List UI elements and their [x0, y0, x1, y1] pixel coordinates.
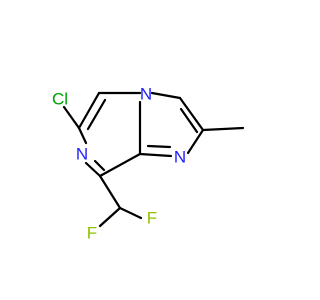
atom-fluorine-right: F	[147, 209, 157, 228]
bond-c2-methyl	[201, 126, 245, 132]
bond-chf2-fright	[118, 206, 143, 220]
molecule-diagram: Cl N N N F F	[52, 85, 245, 243]
bond-c8-c8a	[98, 152, 142, 178]
bond-npyrazine-c8-inner	[93, 159, 106, 172]
bond-c6-cl	[62, 105, 81, 130]
atom-fluorine-left: F	[87, 224, 97, 243]
bond-npyrazine-c8	[84, 161, 102, 178]
bond-chf2-fleft	[98, 206, 122, 228]
bond-c6-c5-inner	[86, 98, 107, 131]
bonds	[62, 91, 245, 228]
atom-labels: Cl N N N F F	[52, 85, 186, 243]
bond-c3-c2	[178, 96, 205, 132]
atom-nitrogen-imidazole: N	[174, 148, 186, 167]
bond-c6-npyrazine	[77, 126, 88, 145]
bond-nimidazole-c8a-inner	[146, 144, 172, 149]
atom-nitrogen-pyrazine: N	[76, 145, 88, 164]
bond-c3-c2-inner	[179, 107, 199, 134]
bond-nimidazole-c8a	[138, 152, 173, 158]
bond-c2-nimidazole	[186, 128, 205, 155]
bond-c8-chf2	[98, 174, 122, 210]
bond-c6-c5	[77, 91, 101, 130]
atom-chlorine: Cl	[52, 90, 68, 109]
atom-nitrogen-bridgehead: N	[140, 85, 152, 104]
bond-nbridge-c3	[150, 91, 182, 100]
